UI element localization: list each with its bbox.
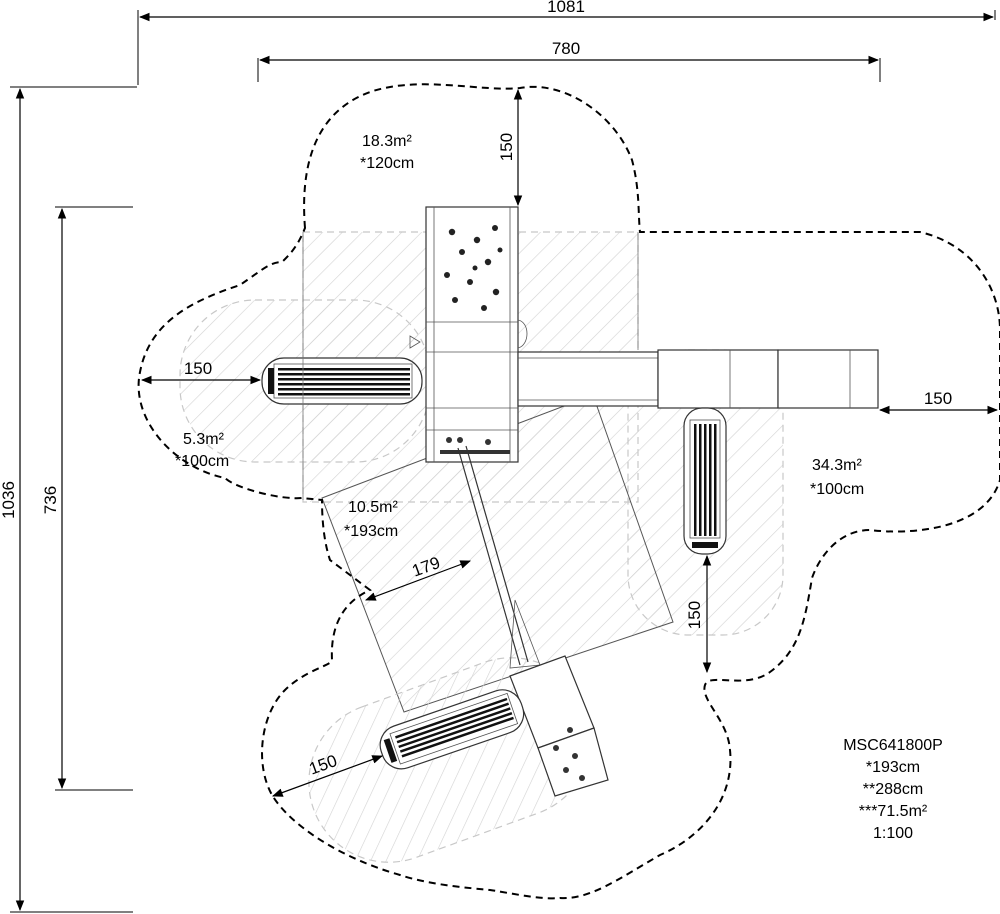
clearance-right-lower: 150 [685, 601, 704, 629]
zone-1-height: *120cm [360, 155, 414, 172]
clearance-right: 150 [924, 389, 952, 408]
spec-line-area: ***71.5m² [859, 803, 928, 820]
dimension-height-inner: 736 [41, 486, 60, 514]
tower-bottom-detail [440, 437, 510, 454]
zone-2-height: *100cm [175, 453, 229, 470]
clearance-top: 150 [497, 133, 516, 161]
spec-line-height-2: **288cm [863, 781, 923, 798]
left-slide-slats [278, 368, 410, 396]
zone-labels: 18.3m² *120cm 5.3m² *100cm 10.5m² *193cm… [175, 133, 864, 540]
safety-boundary [137, 83, 1000, 900]
zone-2-area: 5.3m² [183, 431, 225, 448]
diagonal-ladder [457, 445, 541, 669]
clearance-left: 150 [184, 359, 212, 378]
dimension-width-top: 1081 [547, 0, 585, 16]
right-slide [683, 407, 727, 555]
bottom-platform-holds [553, 727, 585, 781]
right-slide-slats [694, 424, 717, 536]
climbing-tower [409, 206, 528, 463]
bottom-left-slide [379, 689, 525, 770]
left-slide [261, 357, 423, 405]
bottom-platform [509, 655, 609, 797]
climbing-holds [444, 225, 503, 311]
bridge-walkway [517, 349, 879, 409]
zone-3-area: 10.5m² [348, 499, 398, 516]
zone-3-height: *193cm [344, 523, 398, 540]
model-info-block: MSC641800P *193cm **288cm ***71.5m² 1:10… [843, 737, 943, 842]
spec-line-height: *193cm [866, 759, 920, 776]
dimension-height-outer: 1036 [0, 481, 18, 519]
model-number: MSC641800P [843, 737, 943, 754]
spec-line-scale: 1:100 [873, 825, 913, 842]
dimension-width-inner: 780 [552, 39, 580, 58]
play-structure [261, 206, 879, 797]
zone-4-area: 34.3m² [812, 457, 862, 474]
zone-1-area: 18.3m² [362, 133, 412, 150]
zone-4-height: *100cm [810, 481, 864, 498]
